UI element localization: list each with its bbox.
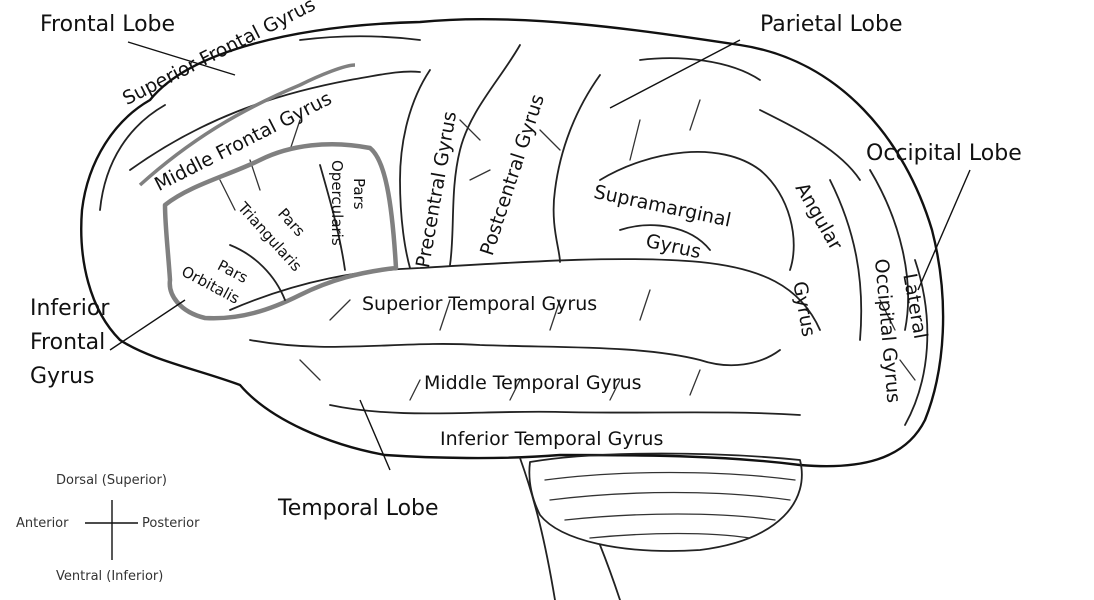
brain-outline [80,17,945,468]
central-sulcus [449,44,521,266]
frontal-lobe-label: Frontal Lobe [40,12,176,37]
cerebellum [528,452,803,552]
orientation-cross [85,500,138,560]
orientation-posterior-label: Posterior [142,516,200,531]
inferior-temporal-gyrus-label: Inferior Temporal Gyrus [440,428,664,450]
lateral-sulcus [229,258,821,331]
brainstem [519,457,621,600]
occipital-lobe-label: Occipital Lobe [866,141,1022,166]
inferior-frontal-gyrus-outline [162,142,399,321]
inferior-frontal-gyrus-label-line3: Gyrus [30,364,95,389]
inferior-frontal-gyrus-label-line1: Inferior [30,296,110,321]
temporal-lobe-label: Temporal Lobe [278,496,439,521]
parietal-lobe-label: Parietal Lobe [760,12,903,37]
inferior-frontal-gyrus-label-line2: Frontal [30,330,106,355]
middle-temporal-gyrus-label: Middle Temporal Gyrus [424,372,642,394]
orientation-dorsal-label: Dorsal (Superior) [56,473,167,488]
pars-opercularis-label-line2: Opercularis [328,160,346,246]
pars-opercularis-label-line1: Pars [350,178,368,210]
superior-temporal-gyrus-label: Superior Temporal Gyrus [362,293,598,315]
orientation-ventral-label: Ventral (Inferior) [56,569,164,584]
orientation-anterior-label: Anterior [16,516,69,531]
